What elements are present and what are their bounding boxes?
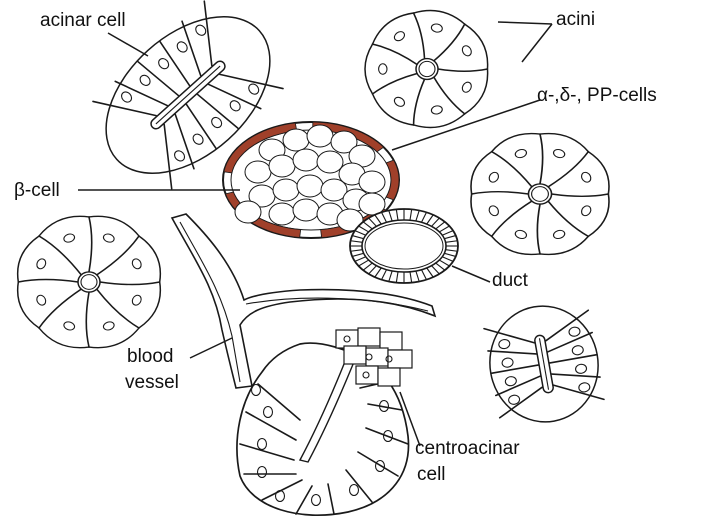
beta-cell xyxy=(317,151,343,173)
beta-cell xyxy=(269,155,295,177)
centroacinar-cell xyxy=(344,346,366,364)
leader-duct xyxy=(452,266,490,282)
acinus xyxy=(471,134,609,255)
centroacinar-cell xyxy=(356,366,378,384)
duct-cross-section xyxy=(350,209,458,283)
label-duct: duct xyxy=(492,270,528,292)
beta-cell xyxy=(269,203,295,225)
acinus xyxy=(365,10,488,127)
centroacinar-cell xyxy=(336,330,358,348)
label-acini: acini xyxy=(556,9,595,31)
label-centroacinar-2: cell xyxy=(417,464,446,486)
centroacinar-cell xyxy=(378,368,400,386)
centroacinar-cell xyxy=(358,328,380,346)
label-alpha-delta-pp-cells: α-,δ-, PP-cells xyxy=(537,85,657,107)
label-centroacinar-1: centroacinar xyxy=(415,438,520,460)
beta-cell xyxy=(297,175,323,197)
label-blood-vessel-1: blood xyxy=(127,346,174,368)
label-acinar-cell: acinar cell xyxy=(40,10,126,32)
beta-cell xyxy=(307,125,333,147)
duct-inner-wall xyxy=(362,220,446,272)
acinus xyxy=(18,216,161,347)
beta-cell xyxy=(293,199,319,221)
beta-cell xyxy=(359,171,385,193)
beta-cell xyxy=(235,201,261,223)
beta-cell xyxy=(293,149,319,171)
acinus-elongated xyxy=(481,298,608,431)
centroacinar-cell xyxy=(366,348,388,366)
centroacinar-cell xyxy=(380,332,402,350)
acinus-with-centroacinar-cell xyxy=(237,328,412,515)
leader-acini-1 xyxy=(498,22,552,24)
label-blood-vessel-2: vessel xyxy=(125,372,179,394)
label-beta-cell: β-cell xyxy=(14,180,60,202)
leader-acinar-cell xyxy=(108,33,148,56)
beta-cell xyxy=(283,129,309,151)
beta-cell xyxy=(245,161,271,183)
beta-cell xyxy=(273,179,299,201)
leader-acini-2 xyxy=(522,24,552,62)
